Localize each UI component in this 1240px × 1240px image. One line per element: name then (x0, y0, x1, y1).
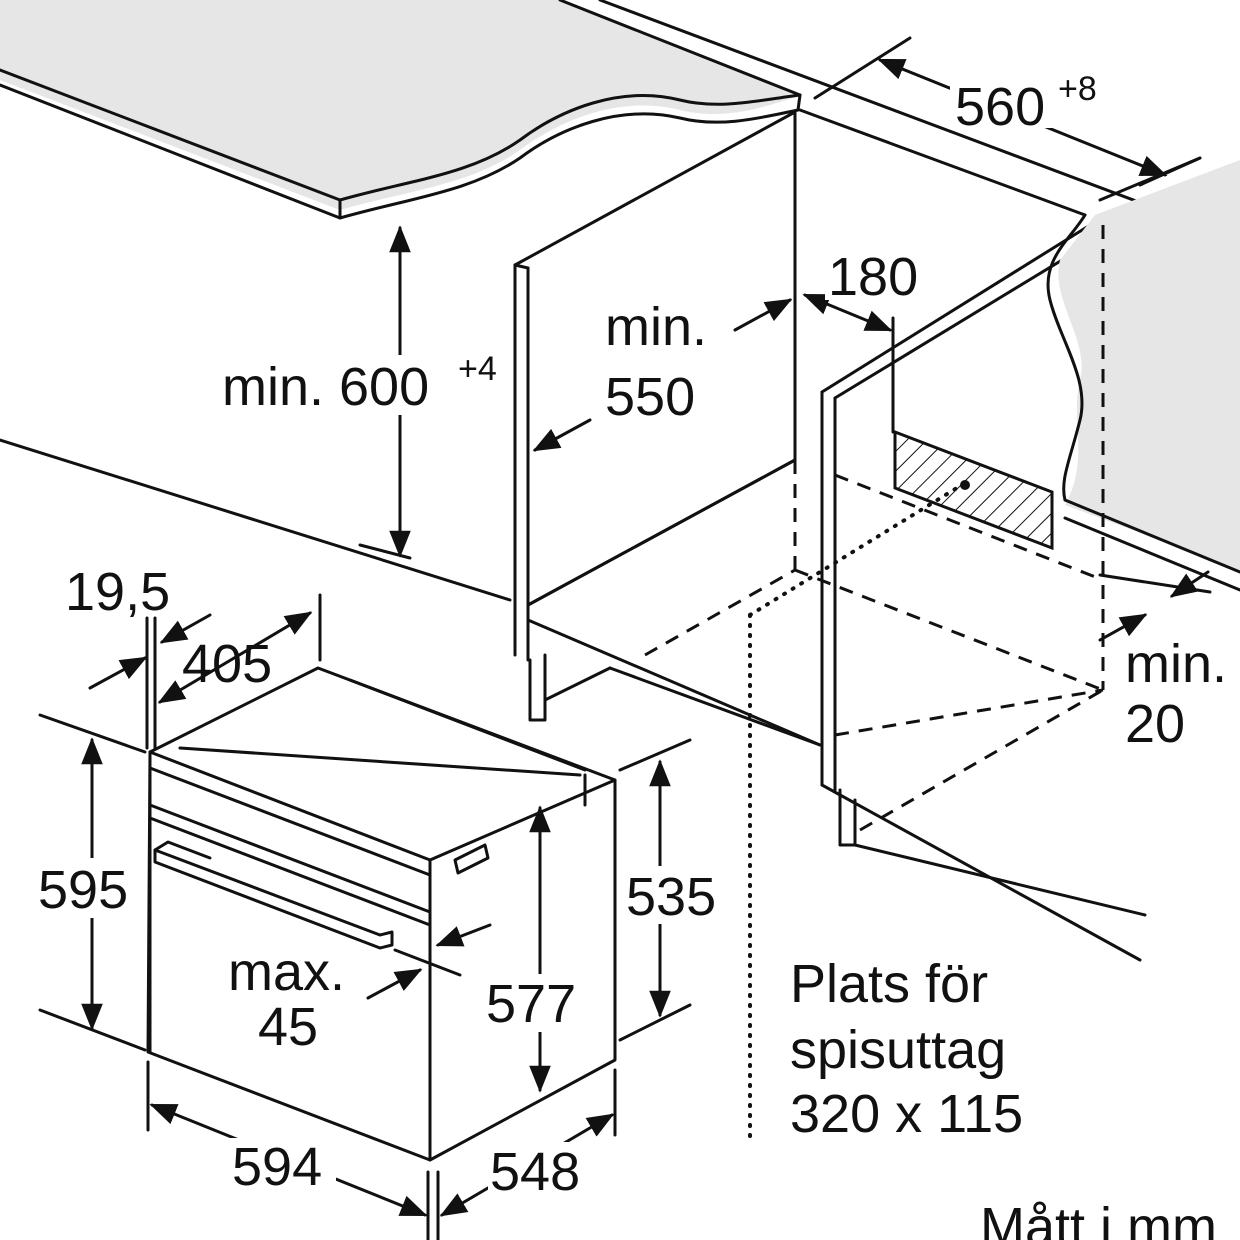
socket-area (891, 316, 1054, 551)
right-countertop (1046, 156, 1240, 592)
dim-577-label: 577 (486, 974, 576, 1034)
hidden-niche-lines (644, 225, 1105, 1142)
dim-min550-value: 550 (605, 367, 695, 427)
dim-max45-prefix: max. (228, 942, 345, 1002)
dimension-lines (38, 36, 1212, 1240)
dim-max45-value: 45 (258, 997, 318, 1057)
dim-595-label: 595 (38, 860, 128, 920)
dim-594-label: 594 (232, 1137, 322, 1197)
cabinet-right-panel (820, 220, 1147, 962)
dim-min600-label: min. 600 (222, 357, 429, 417)
dim-min20-prefix: min. (1125, 634, 1227, 694)
dim-535-label: 535 (626, 867, 716, 927)
oven (146, 666, 617, 1162)
dim-405-label: 405 (182, 634, 272, 694)
countertop (0, 0, 802, 220)
dim-560-label: 560 (955, 77, 1045, 137)
dim-560-tolerance: +8 (1058, 70, 1097, 108)
dim-548-label: 548 (490, 1142, 580, 1202)
dim-min600-tolerance: +4 (458, 350, 497, 388)
dim-min550-prefix: min. (605, 297, 707, 357)
socket-text-line2: spisuttag (790, 1020, 1006, 1080)
dim-min20-value: 20 (1125, 694, 1185, 754)
units-note: Mått i mm (980, 1197, 1217, 1240)
socket-text-line3: 320 x 115 (790, 1084, 1023, 1144)
dim-19-5-label: 19,5 (65, 562, 170, 622)
dim-180-label: 180 (828, 247, 918, 307)
socket-text-line1: Plats för (790, 954, 988, 1014)
